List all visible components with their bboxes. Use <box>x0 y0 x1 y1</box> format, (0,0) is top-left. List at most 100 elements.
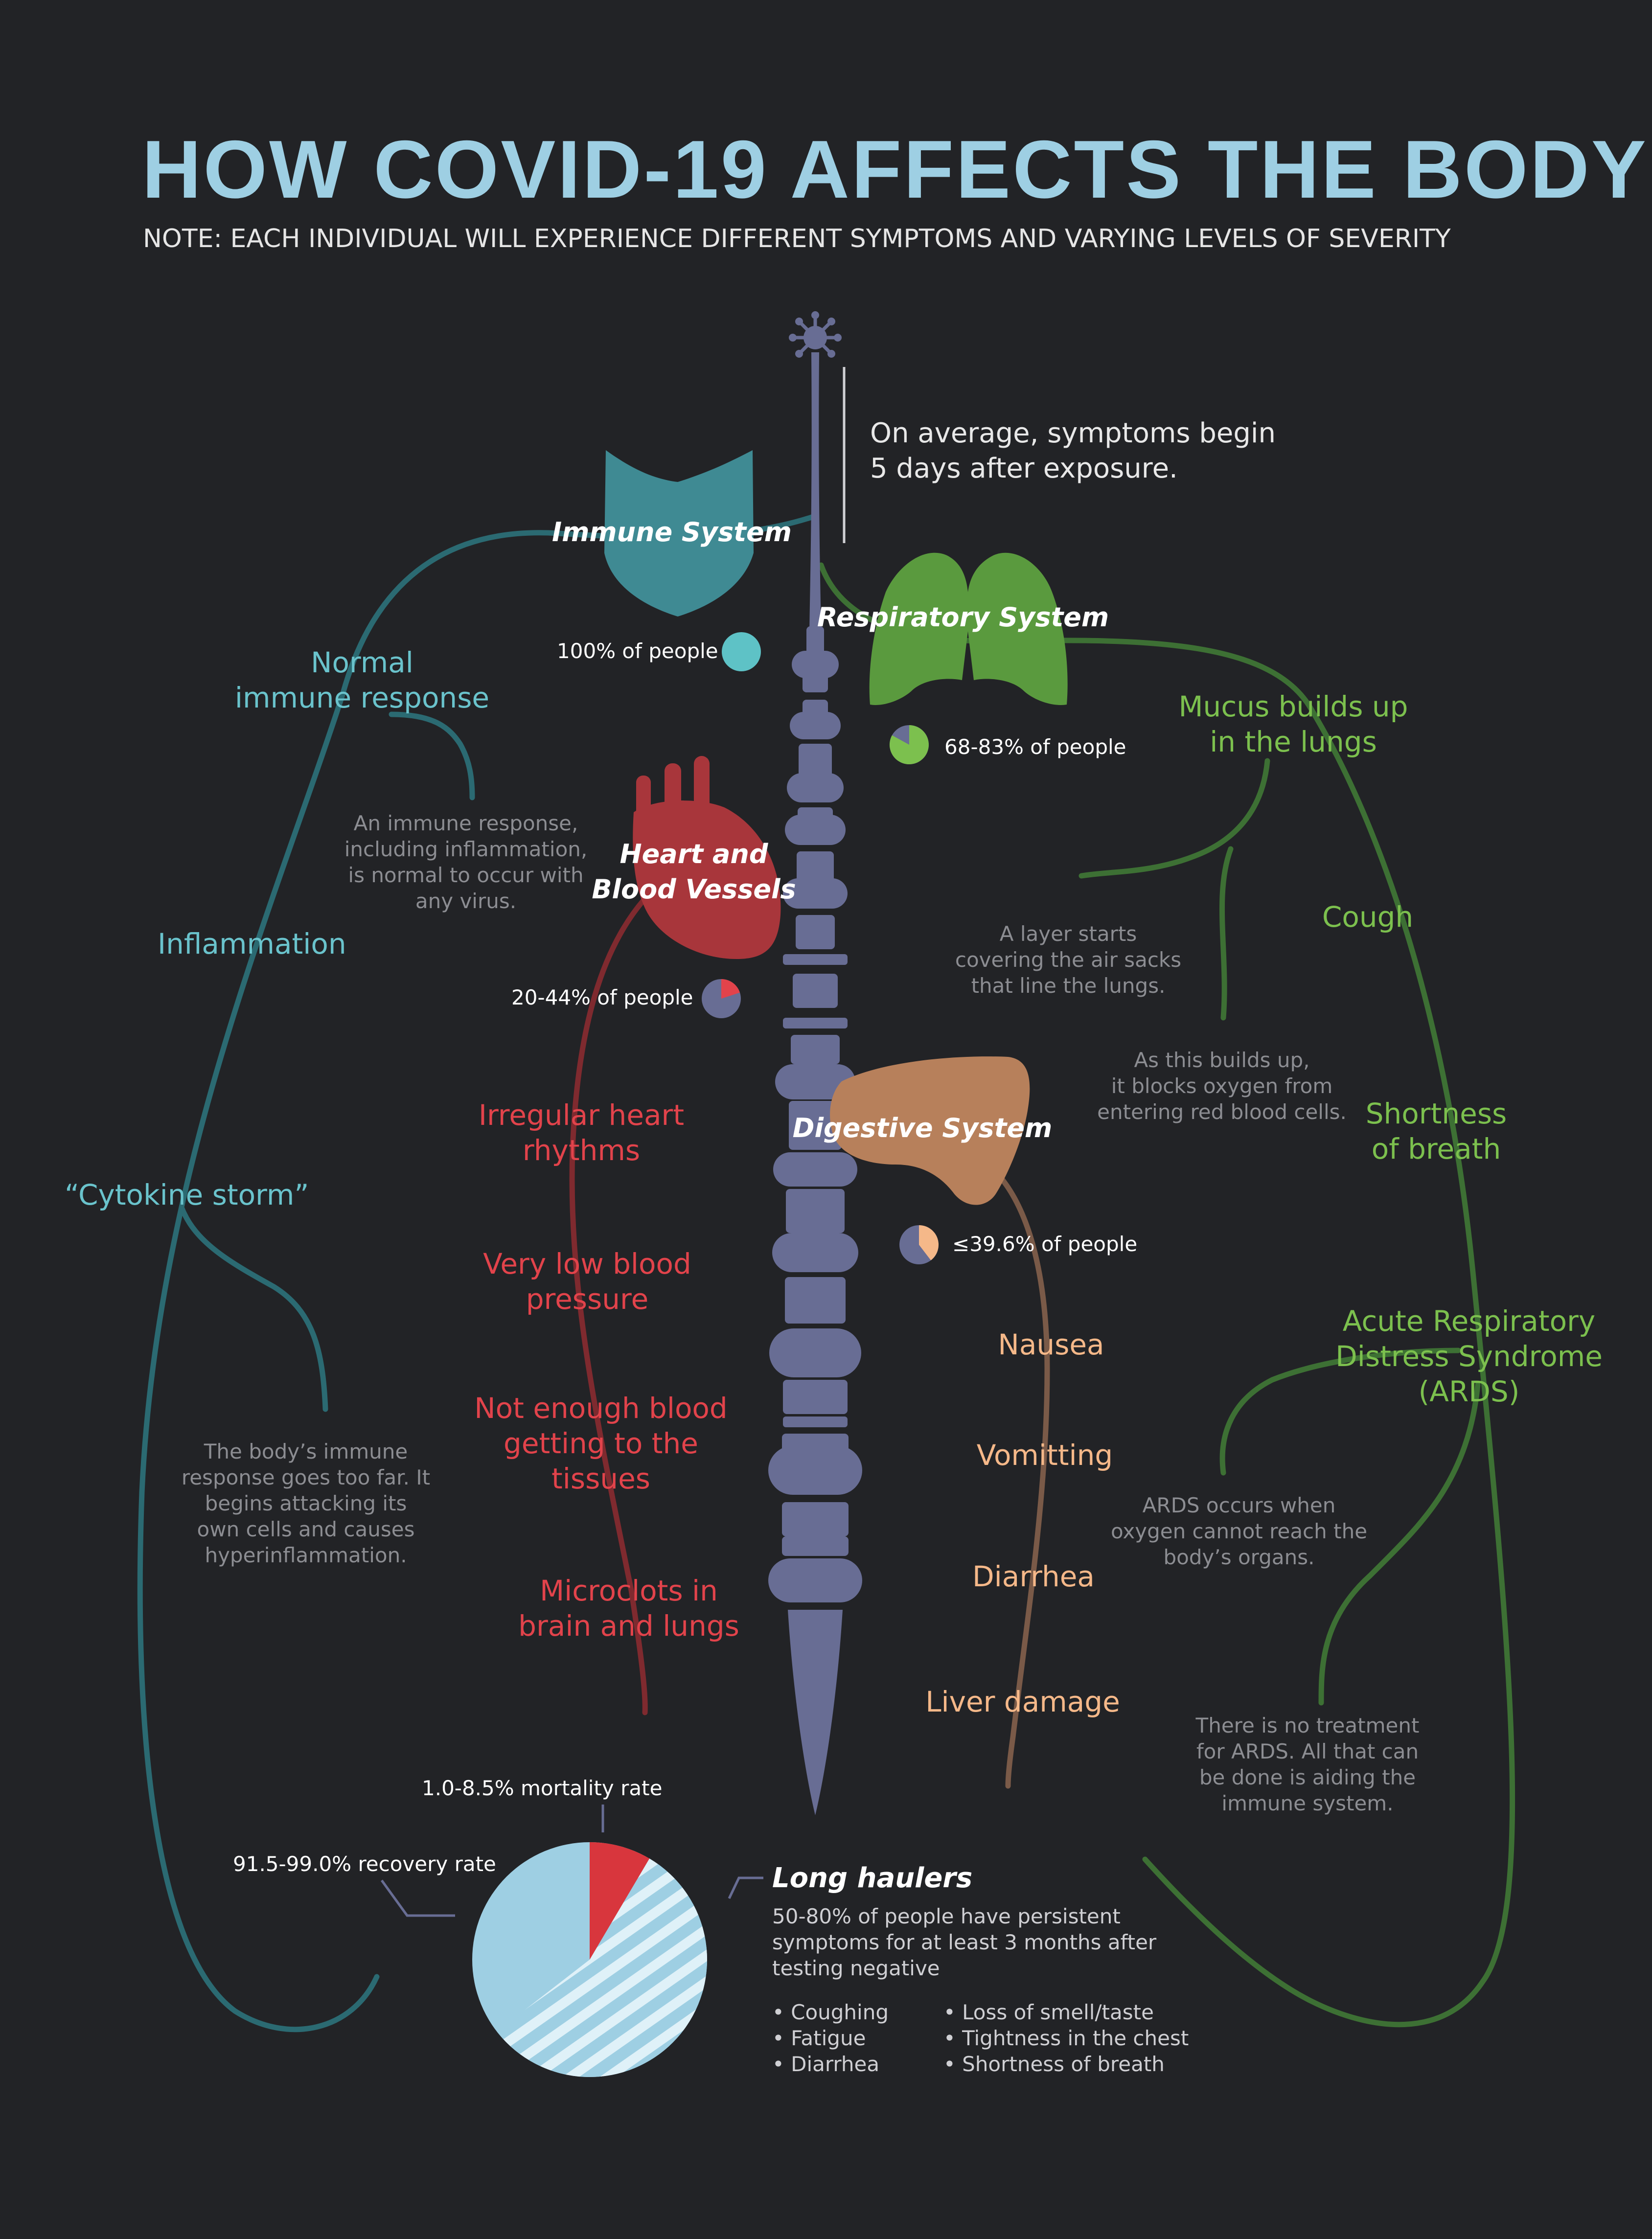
desc-line: A layer starts <box>999 922 1137 946</box>
nausea-label: Nausea <box>998 1328 1104 1361</box>
desc-line: covering the air sacks <box>955 948 1182 972</box>
normal-immune-response-label: Normal immune response <box>235 645 489 715</box>
respiratory-system-label: Respiratory System <box>817 602 1109 633</box>
respiratory-pie-slice <box>889 725 929 764</box>
inflammation-label: Inflammation <box>158 927 346 960</box>
desc-line: An immune response, <box>353 811 578 835</box>
digestive-connector-line <box>990 1166 1050 1789</box>
label-line: brain and lungs <box>518 1609 739 1643</box>
desc-line: that line the lungs. <box>971 974 1166 998</box>
shield-icon <box>604 450 754 617</box>
heart-percent-label: 20-44% of people <box>511 985 693 1009</box>
cytokine-storm-label: “Cytokine storm” <box>65 1178 309 1211</box>
label-line: pressure <box>526 1282 649 1316</box>
digestive-percent-pie <box>899 1225 939 1264</box>
desc-line: There is no treatment <box>1195 1714 1420 1737</box>
desc-line: response goes too far. It <box>181 1465 431 1489</box>
label-line: (ARDS) <box>1418 1375 1520 1408</box>
label-line: immune response <box>234 681 490 714</box>
microclots-label: Microclots in brain and lungs <box>518 1573 739 1644</box>
diarrhea-label: Diarrhea <box>972 1560 1095 1593</box>
desc-line: testing negative <box>772 1956 940 1980</box>
label-line: of breath <box>1371 1132 1501 1165</box>
long-hauler-symptoms-list-2: • Loss of smell/taste • Tightness in the… <box>943 1999 1189 2077</box>
low-blood-pressure-label: Very low blood pressure <box>483 1246 691 1317</box>
desc-line: it blocks oxygen from <box>1111 1074 1333 1098</box>
outcome-pie-chart <box>472 1842 708 2077</box>
desc-line: 50-80% of people have persistent <box>772 1904 1121 1928</box>
list-item: • Coughing <box>772 2000 889 2024</box>
label-line: in the lungs <box>1210 725 1377 758</box>
ards-label: Acute Respiratory Distress Syndrome (ARD… <box>1335 1303 1603 1409</box>
respiratory-connector-lines <box>818 562 1515 2028</box>
desc-line: ARDS occurs when <box>1142 1493 1336 1517</box>
heart-icon <box>633 756 781 959</box>
spine-icon <box>768 352 862 1815</box>
oxygen-block-description: As this builds up, it blocks oxygen from… <box>1097 1047 1347 1125</box>
ards-treatment-description: There is no treatment for ARDS. All that… <box>1196 1713 1420 1816</box>
label-line: Mucus builds up <box>1178 690 1408 723</box>
desc-line: As this builds up, <box>1134 1048 1310 1072</box>
cough-label: Cough <box>1322 900 1414 934</box>
mucus-description: A layer starts covering the air sacks th… <box>955 921 1181 999</box>
stomach-icon <box>830 1056 1030 1205</box>
recovery-rate-label: 91.5-99.0% recovery rate <box>233 1852 496 1876</box>
immune-system-label: Immune System <box>552 517 792 548</box>
desc-line: hyperinflammation. <box>205 1543 407 1567</box>
desc-line: The body’s immune <box>204 1439 408 1463</box>
label-line: Irregular heart <box>478 1098 685 1132</box>
long-haulers-description: 50-80% of people have persistent symptom… <box>772 1903 1156 1981</box>
list-item: • Shortness of breath <box>943 2052 1165 2076</box>
long-haulers-title: Long haulers <box>772 1862 973 1894</box>
desc-line: be done is aiding the <box>1199 1765 1416 1789</box>
heart-percent-pie <box>702 979 741 1018</box>
digestive-pie-slice <box>919 1225 939 1260</box>
heart-pie-slice <box>721 979 740 999</box>
label-line: Shortness <box>1365 1097 1507 1130</box>
mortality-slice <box>590 1842 650 1960</box>
digestive-percent-label: ≤39.6% of people <box>952 1232 1138 1256</box>
page-note: NOTE: EACH INDIVIDUAL WILL EXPERIENCE DI… <box>143 224 1451 253</box>
respiratory-percent-pie <box>889 725 929 764</box>
label-line: Acute Respiratory <box>1342 1304 1596 1338</box>
respiratory-percent-label: 68-83% of people <box>944 735 1126 759</box>
desc-line: own cells and causes <box>197 1517 415 1541</box>
irregular-heart-rhythms-label: Irregular heart rhythms <box>479 1097 684 1168</box>
label-line: Normal <box>311 646 413 679</box>
label-line: Very low blood <box>483 1247 691 1280</box>
long-hauler-symptoms-list-1: • Coughing • Fatigue • Diarrhea <box>772 1999 889 2077</box>
label-line: Not enough blood <box>474 1392 728 1425</box>
label-line: rhythms <box>522 1134 641 1167</box>
label-line: getting to the <box>504 1427 698 1460</box>
desc-line: entering red blood cells. <box>1097 1100 1347 1124</box>
long-haulers-slice <box>497 1858 708 2077</box>
list-item: • Loss of smell/taste <box>943 2000 1154 2024</box>
desc-line: symptoms for at least 3 months after <box>772 1930 1157 1954</box>
intro-line: On average, symptoms begin <box>870 417 1276 449</box>
mucus-label: Mucus builds up in the lungs <box>1179 689 1408 759</box>
immune-percent-mark <box>722 632 761 671</box>
ards-description: ARDS occurs when oxygen cannot reach the… <box>1111 1492 1367 1570</box>
list-item: • Tightness in the chest <box>943 2026 1189 2050</box>
desc-line: including inflammation, <box>344 837 588 861</box>
desc-line: for ARDS. All that can <box>1196 1739 1419 1763</box>
label-line: Heart and <box>620 839 768 869</box>
heart-connector-line <box>569 897 648 1715</box>
page-title: HOW COVID-19 AFFECTS THE BODY <box>142 123 1648 215</box>
label-line: Blood Vessels <box>592 874 796 905</box>
immune-percent-label: 100% of people <box>557 639 718 663</box>
intro-line: 5 days after exposure. <box>870 453 1178 484</box>
list-item: • Diarrhea <box>772 2052 880 2076</box>
desc-line: oxygen cannot reach the <box>1110 1519 1368 1543</box>
list-item: • Fatigue <box>772 2026 866 2050</box>
lungs-icon <box>869 552 1068 705</box>
desc-line: begins attacking its <box>205 1491 407 1515</box>
shortness-of-breath-label: Shortness of breath <box>1366 1096 1507 1166</box>
label-line: tissues <box>551 1462 650 1495</box>
mortality-rate-label: 1.0-8.5% mortality rate <box>422 1776 663 1800</box>
virus-icon <box>789 311 842 358</box>
desc-line: is normal to occur with <box>348 863 584 887</box>
outcome-leader-lines <box>380 1805 763 1917</box>
